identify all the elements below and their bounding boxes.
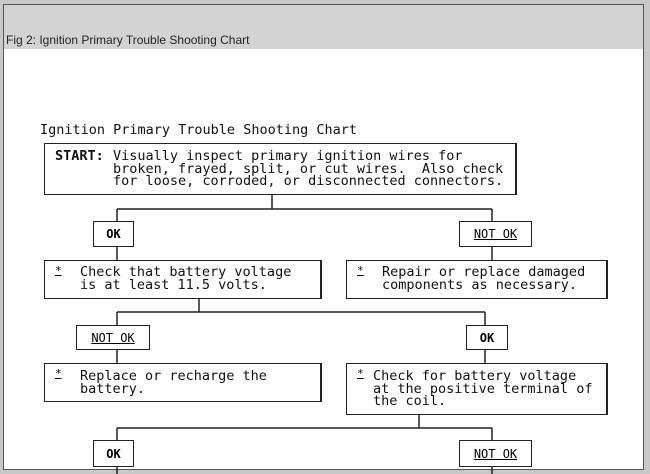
chart-title: Ignition Primary Trouble Shooting Chart <box>40 122 357 138</box>
ok-label-1: OK <box>93 221 134 247</box>
not-ok-label-1: NOT OK <box>459 221 532 247</box>
marker: * <box>357 367 364 380</box>
repair-text: Repair or replace damaged components as … <box>382 264 586 293</box>
not-ok-label-3: NOT OK <box>459 440 532 467</box>
replace-battery-text: Replace or recharge the battery. <box>80 368 267 397</box>
replace-battery-box: * Replace or recharge the battery. <box>44 363 322 402</box>
repair-box: * Repair or replace damaged components a… <box>346 260 608 299</box>
start-box: START: Visually inspect primary ignition… <box>44 143 517 195</box>
ok-label-2: OK <box>466 325 508 350</box>
marker: * <box>55 264 62 277</box>
not-ok-label-2: NOT OK <box>76 325 150 350</box>
coil-check-text: Check for battery voltage at the positiv… <box>373 368 593 409</box>
start-label: START: <box>55 148 104 164</box>
figure-title: Fig 2: Ignition Primary Trouble Shooting… <box>6 33 250 47</box>
start-text: Visually inspect primary ignition wires … <box>113 148 504 189</box>
ok-label-3: OK <box>93 440 134 467</box>
battery-check-text: Check that battery voltage is at least 1… <box>80 264 292 293</box>
coil-check-box: * Check for battery voltage at the posit… <box>346 363 608 415</box>
figure-header: Fig 2: Ignition Primary Trouble Shooting… <box>4 5 643 49</box>
marker: * <box>55 367 62 380</box>
battery-check-box: * Check that battery voltage is at least… <box>44 260 322 299</box>
marker: * <box>357 264 364 277</box>
